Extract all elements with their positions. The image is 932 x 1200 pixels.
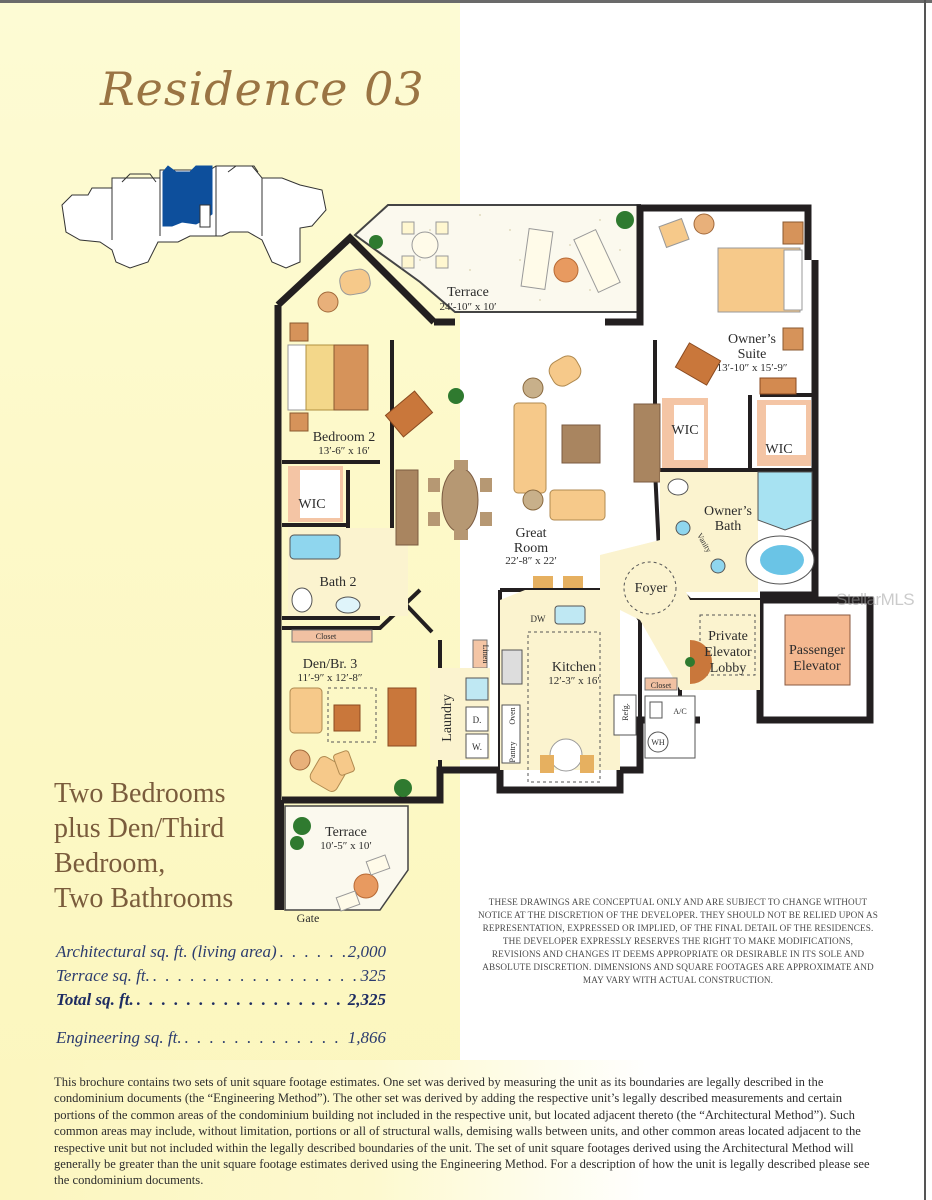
label-owners-bath-2: Bath [715,519,741,534]
passenger-elevator [770,608,862,712]
label-washer: W. [472,742,482,752]
label-wic-suite-right: WIC [765,442,792,457]
sqft-terrace: Terrace sq. ft. 325 [56,966,386,990]
page-title: Residence 03 [100,62,425,116]
sqft-value: 325 [360,966,387,985]
label-great-room-2: Room [514,541,548,556]
leader-dots [185,1028,345,1048]
watermark: StellarMLS [836,590,915,609]
label-wic-bedroom2: WIC [298,497,325,512]
sqft-total: Total sq. ft. 2,325 [56,990,386,1014]
label-elevator-1: Passenger [789,643,845,658]
label-dw: DW [531,614,546,624]
terrace-main [353,204,641,313]
sqft-label: Engineering sq. ft. [56,1028,182,1047]
unit-summary: Two Bedrooms plus Den/Third Bedroom, Two… [54,776,284,916]
footnote-background [0,1060,932,1200]
owners-bath [660,471,815,592]
page-right-edge [924,0,926,1200]
leader-dots [153,966,358,986]
terrace-den [284,805,409,912]
sqft-value: 1,866 [347,1028,386,1047]
label-lobby-3: Lobby [710,661,747,676]
square-footage-table: Architectural sq. ft. (living area) 2,00… [56,942,386,1052]
dims-great-room: 22′-8″ x 22′ [505,555,557,567]
dims-den: 11′-9″ x 12′-8″ [298,672,363,684]
footnote: This brochure contains two sets of unit … [54,1075,870,1188]
label-oven: Oven [508,707,517,724]
foyer-area [600,540,760,691]
label-gate: Gate [297,911,320,925]
label-elevator-2: Elevator [793,659,841,674]
label-dryer: D. [473,715,482,725]
label-lobby-2: Elevator [704,645,752,660]
label-lobby-1: Private [708,629,748,644]
page-top-edge [0,0,932,3]
dims-terrace-den: 10′-5″ x 10′ [320,840,372,852]
label-owners-suite-2: Suite [738,347,767,362]
label-kitchen: Kitchen [552,660,596,675]
leader-dots [137,990,345,1010]
leader-dots [280,942,345,962]
bedroom-2 [287,268,434,616]
summary-line: Two Bedrooms [54,778,226,809]
label-closet-den: Closet [316,632,337,641]
label-owners-bath-1: Owner’s [704,504,752,519]
den [289,629,417,797]
laundry [430,668,490,760]
label-linen: Linen [481,645,490,664]
sqft-label: Terrace sq. ft. [56,966,150,985]
label-bedroom-2: Bedroom 2 [313,430,376,445]
mechanical-closet [644,695,696,759]
label-refrigerator: Refg. [621,703,630,721]
sqft-value: 2,000 [347,942,386,961]
label-owners-suite-1: Owner’s [728,332,776,347]
label-wic-suite-left: WIC [671,423,698,438]
owners-suite [658,213,811,468]
summary-line: Bedroom, [54,848,166,879]
dims-terrace-main: 24′-10″ x 10′ [439,301,496,313]
sqft-engineering: Engineering sq. ft. 1,866 [56,1028,386,1052]
key-plan [61,165,327,269]
dims-bedroom-2: 13′-6″ x 16′ [318,445,370,457]
label-foyer: Foyer [635,581,668,596]
label-water-heater: WH [651,738,665,747]
dims-owners-suite: 13′-10″ x 15′-9″ [717,362,788,374]
sqft-architectural: Architectural sq. ft. (living area) 2,00… [56,942,386,966]
great-room [395,355,661,588]
summary-line: plus Den/Third [54,813,225,844]
dims-kitchen: 12′-3″ x 16′ [548,675,600,687]
sqft-label: Total sq. ft. [56,990,134,1009]
label-great-room-1: Great [515,526,546,541]
summary-line: Two Bathrooms [54,883,234,914]
label-ac: A/C [673,707,686,716]
label-terrace-main: Terrace [447,285,489,300]
label-bath-2: Bath 2 [320,575,357,590]
label-laundry: Laundry [440,694,455,741]
kitchen [472,590,637,783]
label-closet-lobby: Closet [651,681,672,690]
sqft-label: Architectural sq. ft. (living area) [56,942,277,961]
label-den: Den/Br. 3 [303,657,357,672]
label-terrace-den: Terrace [325,825,367,840]
room-labels: Terrace 24′-10″ x 10′ Owner’s Suite 13′-… [297,285,846,925]
label-pantry: Pantry [508,742,517,763]
sqft-value: 2,325 [347,990,386,1009]
